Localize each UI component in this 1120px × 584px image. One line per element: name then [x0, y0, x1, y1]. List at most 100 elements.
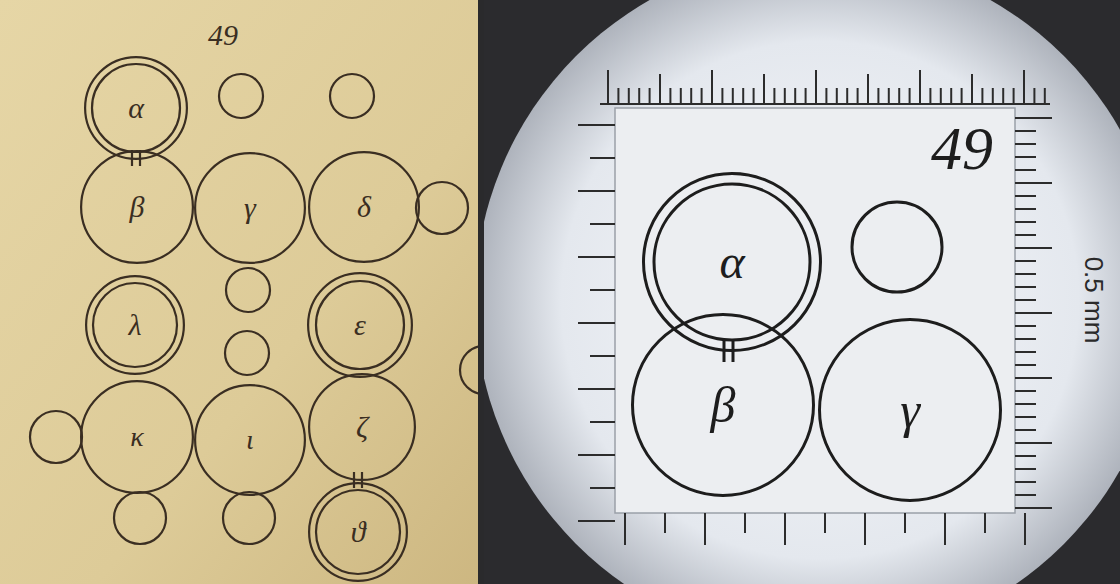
scale-tick	[590, 289, 615, 291]
scale-tick	[1015, 130, 1036, 132]
scale-tick	[578, 388, 615, 390]
small-circle	[223, 492, 275, 544]
scale-tick	[1044, 88, 1046, 104]
scale-tick	[919, 70, 921, 104]
scale-tick	[607, 70, 609, 104]
scale-tick	[638, 88, 640, 104]
letter-circle: ε	[307, 272, 413, 378]
scale-line	[600, 103, 1050, 105]
scale-tick	[1015, 260, 1036, 262]
scale-tick	[1015, 377, 1052, 379]
scale-tick	[1015, 403, 1036, 405]
scale-tick	[857, 88, 859, 104]
outer-ring	[195, 385, 305, 495]
small-circle	[226, 268, 270, 312]
lit-field	[484, 0, 1120, 584]
paper-scan	[0, 0, 478, 584]
scale-tick	[825, 88, 827, 104]
letter-circle: δ	[308, 151, 420, 263]
outer-ring	[195, 153, 305, 263]
circle-letter: γ	[900, 385, 920, 435]
scale-tick	[701, 88, 703, 104]
scale-tick	[659, 74, 661, 104]
scale-tick	[744, 513, 746, 533]
scale-tick	[1015, 351, 1036, 353]
small-circle	[225, 331, 269, 375]
circle-letter: ζ	[356, 412, 368, 442]
scale-tick	[1033, 88, 1035, 104]
small-circle	[219, 74, 263, 118]
outer-ring	[820, 320, 1001, 501]
scale-tick	[590, 421, 615, 423]
scale-tick	[1015, 429, 1036, 431]
scale-tick	[578, 520, 615, 522]
scale-tick	[1015, 195, 1036, 197]
scale-tick	[1015, 455, 1036, 457]
outer-ring	[633, 315, 814, 496]
scale-tick	[1015, 390, 1036, 392]
scale-tick	[877, 88, 879, 104]
letter-circle: α	[84, 56, 188, 160]
small-circle	[460, 346, 478, 394]
letter-circle: β	[631, 313, 815, 497]
small-circle	[30, 411, 82, 463]
scale-tick	[992, 88, 994, 104]
scale-tick	[1015, 416, 1036, 418]
scale-tick	[578, 256, 615, 258]
scale-tick	[794, 88, 796, 104]
scale-tick	[628, 88, 630, 104]
scale-tick	[690, 88, 692, 104]
small-circle	[330, 74, 374, 118]
circle-letter: γ	[244, 193, 256, 223]
scale-tick	[1015, 156, 1036, 158]
letter-circle: ζ	[308, 373, 416, 481]
scale-tick	[981, 88, 983, 104]
scale-tick	[1015, 494, 1036, 496]
scale-tick	[805, 88, 807, 104]
scale-tick	[773, 88, 775, 104]
scale-tick	[1015, 338, 1036, 340]
circle-letter: λ	[129, 310, 142, 340]
scale-tick	[784, 513, 786, 545]
scale-tick	[1015, 273, 1036, 275]
scale-tick	[590, 487, 615, 489]
circle-letter: α	[719, 238, 744, 286]
scale-tick	[1024, 513, 1026, 545]
scale-tick	[578, 322, 615, 324]
circle-letter: ϑ	[351, 517, 366, 547]
scale-tick	[680, 88, 682, 104]
outer-ring	[86, 276, 184, 374]
page-number: 49	[931, 117, 993, 179]
outer-ring	[85, 57, 187, 159]
outer-ring	[308, 273, 412, 377]
scale-tick	[864, 513, 866, 545]
scale-tick	[590, 223, 615, 225]
scale-tick	[867, 74, 869, 104]
scale-tick	[944, 513, 946, 545]
letter-circle: ϑ	[308, 482, 408, 582]
scale-tick	[784, 88, 786, 104]
scale-tick	[846, 88, 848, 104]
scale-tick	[1015, 169, 1036, 171]
letter-circle: λ	[85, 275, 185, 375]
paper-sample	[615, 108, 1015, 513]
small-circle	[416, 182, 468, 234]
circle-letter: β	[130, 192, 145, 222]
inner-ring	[92, 64, 180, 152]
letter-circle: ι	[194, 384, 306, 496]
scale-tick	[1015, 364, 1036, 366]
scale-tick	[1015, 325, 1036, 327]
scale-tick	[888, 88, 890, 104]
outer-ring	[309, 374, 415, 480]
ruler-scale	[578, 70, 1052, 545]
scale-tick	[578, 454, 615, 456]
scale-tick	[984, 513, 986, 533]
inner-ring	[316, 281, 404, 369]
circle-letter: ε	[354, 310, 366, 340]
scale-tick	[1015, 117, 1052, 119]
scale-tick	[1015, 442, 1052, 444]
scale-tick	[1002, 88, 1004, 104]
scale-tick	[1015, 312, 1052, 314]
